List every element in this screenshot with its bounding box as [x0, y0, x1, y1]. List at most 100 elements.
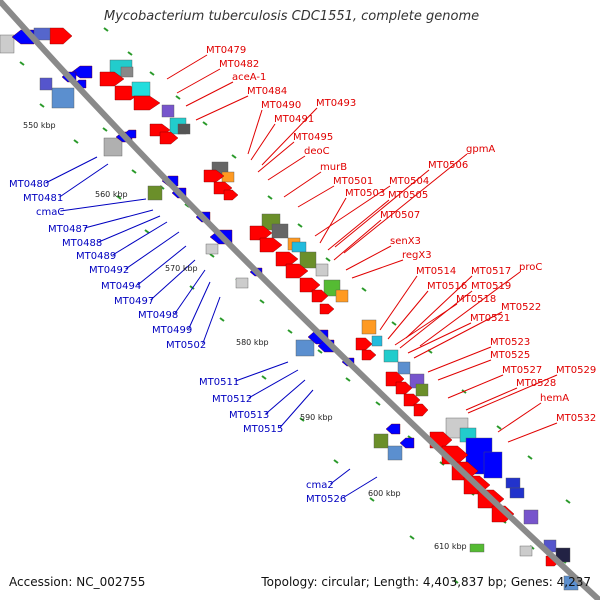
- gene-label-mt0501[interactable]: MT0501: [333, 176, 373, 187]
- gene-label-mt0519[interactable]: MT0519: [471, 281, 511, 292]
- gene-block[interactable]: [361, 319, 377, 335]
- gene-label-deoc[interactable]: deoC: [304, 146, 330, 157]
- gene-arrow-plus[interactable]: [311, 289, 329, 303]
- gene-block[interactable]: [39, 77, 53, 91]
- gene-label-mt0512[interactable]: MT0512: [212, 394, 252, 405]
- gene-label-mt0503[interactable]: MT0503: [345, 188, 385, 199]
- gene-label-mt0498[interactable]: MT0498: [138, 310, 178, 321]
- gene-label-proc[interactable]: proC: [519, 262, 542, 273]
- gene-label-mt0529[interactable]: MT0529: [556, 365, 596, 376]
- gene-label-mt0489[interactable]: MT0489: [76, 251, 116, 262]
- gene-label-cmac[interactable]: cmaC: [36, 207, 64, 218]
- gene-arrow-plus[interactable]: [159, 131, 179, 145]
- gene-label-mt0492[interactable]: MT0492: [89, 265, 129, 276]
- gene-block[interactable]: [33, 27, 51, 41]
- gene-label-mt0523[interactable]: MT0523: [490, 337, 530, 348]
- gene-block[interactable]: [221, 171, 235, 183]
- gene-block[interactable]: [51, 87, 75, 109]
- gene-block[interactable]: [103, 137, 123, 157]
- gene-block[interactable]: [295, 339, 315, 357]
- gene-block[interactable]: [315, 263, 329, 277]
- gene-label-mt0488[interactable]: MT0488: [62, 238, 102, 249]
- gene-arrow-plus[interactable]: [355, 337, 373, 351]
- gene-block[interactable]: [120, 66, 134, 78]
- gene-label-mt0481[interactable]: MT0481: [23, 193, 63, 204]
- gene-arrow-minus[interactable]: [385, 423, 401, 435]
- gene-arrow-plus[interactable]: [361, 349, 377, 361]
- gene-label-mt0504[interactable]: MT0504: [389, 176, 429, 187]
- gene-arrow-plus[interactable]: [249, 225, 273, 241]
- gene-arrow-plus[interactable]: [49, 27, 73, 45]
- gene-arrow-plus[interactable]: [403, 393, 421, 407]
- gene-arrow-plus[interactable]: [133, 95, 161, 111]
- gene-block[interactable]: [383, 349, 399, 363]
- gene-block[interactable]: [397, 361, 411, 375]
- gene-label-hema[interactable]: hemA: [540, 393, 569, 404]
- gene-arrow-plus[interactable]: [203, 169, 225, 183]
- gene-arrow-minus[interactable]: [399, 437, 415, 449]
- gene-label-murb[interactable]: murB: [320, 162, 347, 173]
- gene-label-mt0514[interactable]: MT0514: [416, 266, 456, 277]
- gene-arrow-plus[interactable]: [413, 403, 429, 417]
- gene-arrow-plus[interactable]: [259, 237, 283, 253]
- gene-block-minus[interactable]: [483, 451, 503, 479]
- gene-label-gpma[interactable]: gpmA: [466, 144, 495, 155]
- gene-block[interactable]: [469, 543, 485, 553]
- gene-label-mt0527[interactable]: MT0527: [502, 365, 542, 376]
- gene-block[interactable]: [161, 104, 175, 118]
- gene-label-mt0502[interactable]: MT0502: [166, 340, 206, 351]
- gene-block[interactable]: [147, 185, 163, 201]
- gene-block[interactable]: [177, 123, 191, 135]
- gene-block[interactable]: [555, 547, 571, 563]
- gene-arrow-plus[interactable]: [319, 303, 335, 315]
- gene-arrow-plus[interactable]: [395, 381, 413, 395]
- gene-block[interactable]: [0, 34, 15, 54]
- gene-block[interactable]: [509, 487, 525, 499]
- gene-block[interactable]: [415, 383, 429, 397]
- gene-label-mt0479[interactable]: MT0479: [206, 45, 246, 56]
- gene-label-mt0480[interactable]: MT0480: [9, 179, 49, 190]
- gene-block[interactable]: [205, 243, 219, 255]
- gene-block[interactable]: [235, 277, 249, 289]
- gene-label-mt0506[interactable]: MT0506: [428, 160, 468, 171]
- gene-arrow-plus[interactable]: [299, 277, 321, 293]
- gene-label-mt0518[interactable]: MT0518: [456, 294, 496, 305]
- gene-label-mt0494[interactable]: MT0494: [101, 281, 141, 292]
- gene-label-mt0526[interactable]: MT0526: [306, 494, 346, 505]
- gene-label-mt0525[interactable]: MT0525: [490, 350, 530, 361]
- gene-arrow-plus[interactable]: [275, 251, 299, 267]
- gene-block[interactable]: [299, 251, 317, 269]
- gene-block[interactable]: [291, 241, 307, 253]
- gene-arrow-plus[interactable]: [223, 189, 239, 201]
- gene-label-cma2[interactable]: cma2: [306, 480, 334, 491]
- gene-label-mt0505[interactable]: MT0505: [388, 190, 428, 201]
- gene-label-mt0495[interactable]: MT0495: [293, 132, 333, 143]
- gene-block[interactable]: [271, 223, 289, 239]
- gene-block[interactable]: [371, 335, 383, 347]
- gene-label-mt0499[interactable]: MT0499: [152, 325, 192, 336]
- gene-block[interactable]: [519, 545, 533, 557]
- gene-label-mt0487[interactable]: MT0487: [48, 224, 88, 235]
- gene-label-mt0517[interactable]: MT0517: [471, 266, 511, 277]
- gene-label-mt0515[interactable]: MT0515: [243, 424, 283, 435]
- gene-arrow-plus[interactable]: [99, 71, 125, 87]
- gene-label-senx3[interactable]: senX3: [390, 236, 421, 247]
- gene-block[interactable]: [131, 81, 151, 97]
- gene-label-mt0484[interactable]: MT0484: [247, 86, 287, 97]
- gene-label-regx3[interactable]: regX3: [402, 250, 432, 261]
- gene-block[interactable]: [387, 445, 403, 461]
- gene-label-mt0511[interactable]: MT0511: [199, 377, 239, 388]
- gene-block[interactable]: [505, 477, 521, 489]
- gene-label-mt0482[interactable]: MT0482: [219, 59, 259, 70]
- gene-block[interactable]: [523, 509, 539, 525]
- gene-label-mt0490[interactable]: MT0490: [261, 100, 301, 111]
- gene-label-mt0513[interactable]: MT0513: [229, 410, 269, 421]
- gene-block[interactable]: [335, 289, 349, 303]
- gene-arrow-plus[interactable]: [285, 263, 309, 279]
- gene-label-mt0521[interactable]: MT0521: [470, 313, 510, 324]
- gene-label-mt0497[interactable]: MT0497: [114, 296, 154, 307]
- gene-label-mt0528[interactable]: MT0528: [516, 378, 556, 389]
- gene-label-mt0516[interactable]: MT0516: [427, 281, 467, 292]
- gene-label-mt0491[interactable]: MT0491: [274, 114, 314, 125]
- gene-block[interactable]: [373, 433, 389, 449]
